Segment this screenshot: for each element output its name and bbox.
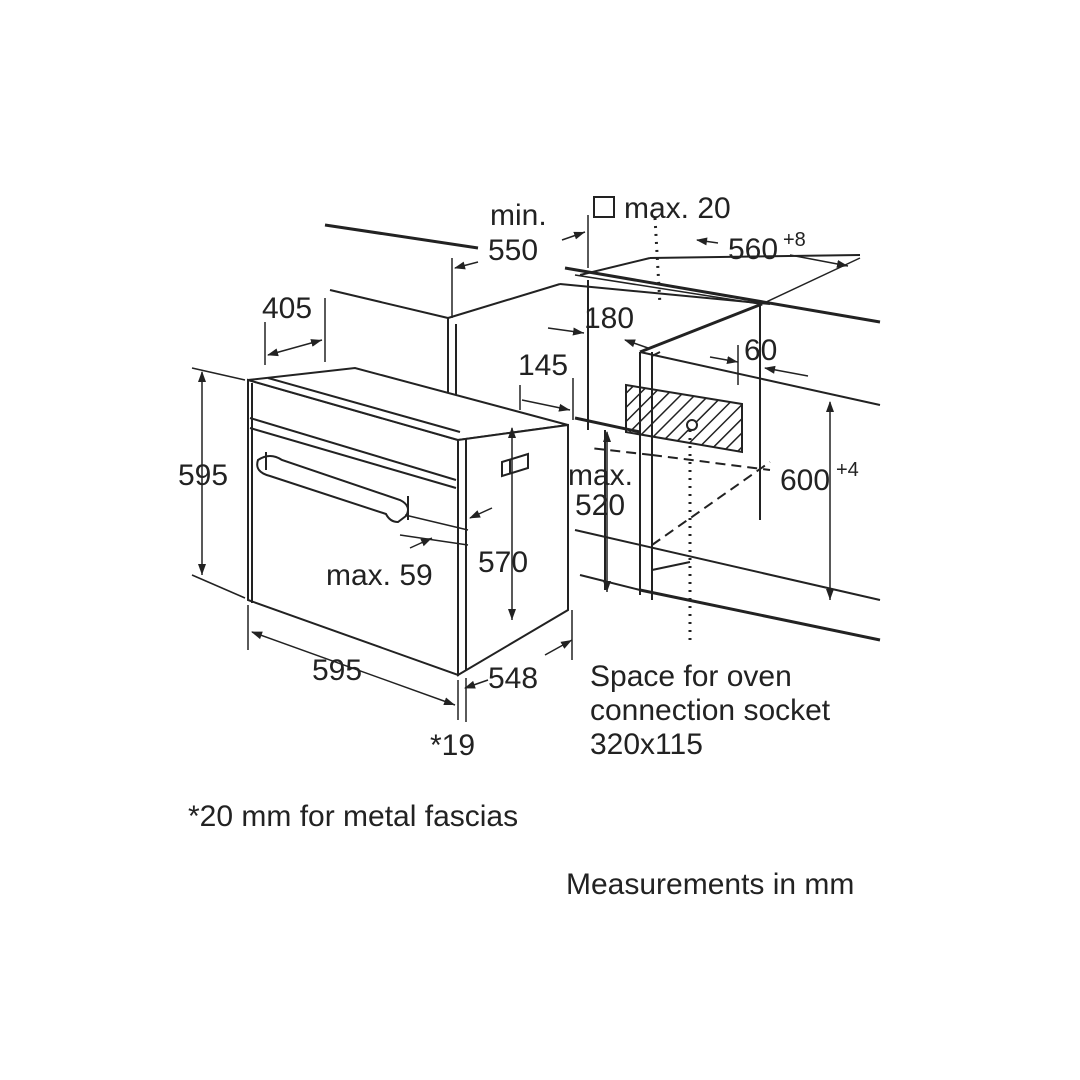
cabinet-niche (324, 217, 881, 642)
dimension-labels: min. 550 max. 20 560 +8 405 180 145 60 5… (178, 192, 859, 762)
min-label: min. (490, 199, 547, 232)
niche-width: 560 (728, 233, 778, 266)
fascia-thickness: *19 (430, 729, 475, 762)
dimension-lines (191, 215, 861, 722)
depth-180: 180 (584, 302, 634, 335)
oven-width: 595 (312, 654, 362, 687)
depth-405: 405 (262, 292, 312, 325)
square-symbol (593, 196, 615, 218)
niche-height-tolerance: +4 (836, 459, 859, 481)
oven-appliance (247, 366, 569, 677)
depth-145: 145 (518, 349, 568, 382)
oven-height: 595 (178, 459, 228, 492)
min-value: 550 (488, 234, 538, 267)
max-square-label: max. 20 (624, 192, 731, 225)
oven-depth: 548 (488, 662, 538, 695)
gap-60: 60 (744, 334, 777, 367)
socket-note: Space for oven connection socket 320x115 (590, 660, 831, 761)
niche-width-tolerance: +8 (783, 229, 806, 251)
max-label-520: max. (568, 459, 633, 492)
footnote: *20 mm for metal fascias (188, 800, 518, 833)
socket-note-line1: Space for oven (590, 660, 792, 693)
socket-note-line3: 320x115 (590, 728, 703, 761)
units-note: Measurements in mm (566, 868, 854, 901)
niche-height: 600 (780, 464, 830, 497)
socket-space (625, 383, 743, 454)
inner-height: 570 (478, 546, 528, 579)
max-value-520: 520 (575, 489, 625, 522)
socket-note-line2: connection socket (590, 694, 831, 727)
handle-depth: max. 59 (326, 559, 433, 592)
